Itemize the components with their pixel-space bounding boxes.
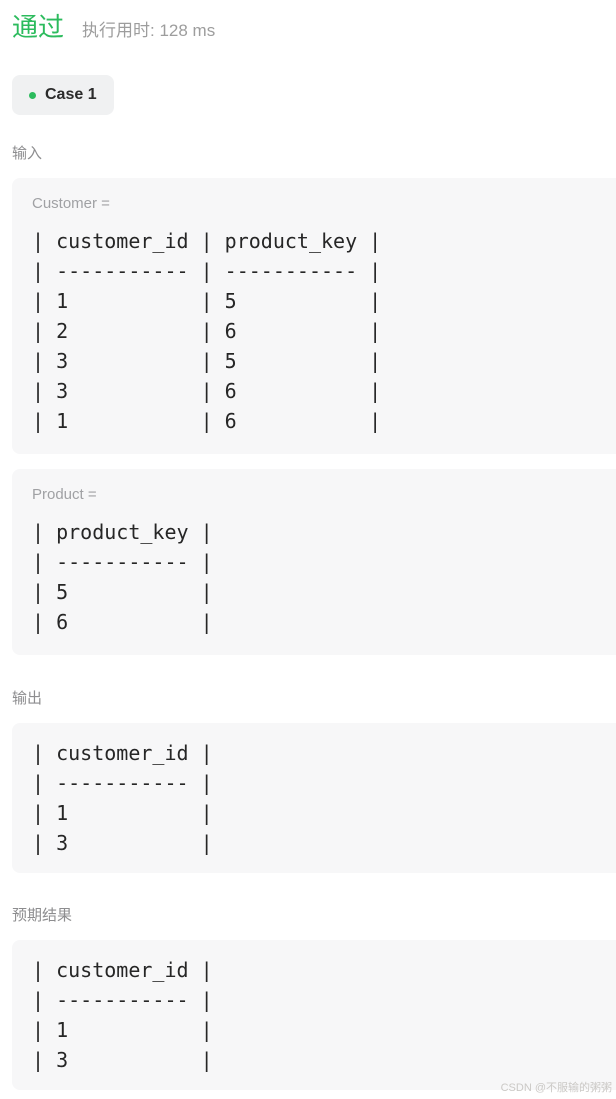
runtime-label: 执行用时: 128 ms: [82, 21, 216, 40]
customer-var-label: Customer =: [32, 195, 110, 212]
case-tabs-row: Case 1: [12, 75, 616, 115]
case-1-label: Case 1: [45, 86, 97, 103]
expected-table: | customer_id | | ----------- | | 1 | | …: [32, 958, 213, 1072]
expected-section-label: 预期结果: [12, 907, 73, 924]
case-1-tab[interactable]: Case 1: [12, 75, 114, 115]
expected-block: | customer_id | | ----------- | | 1 | | …: [12, 940, 616, 1090]
output-section-label: 输出: [12, 690, 43, 707]
input-product-block: Product = | product_key | | ----------- …: [12, 469, 616, 655]
output-block: | customer_id | | ----------- | | 1 | | …: [12, 723, 616, 873]
output-table: | customer_id | | ----------- | | 1 | | …: [32, 741, 213, 855]
customer-table: | customer_id | product_key | | --------…: [32, 229, 382, 433]
product-var-label: Product =: [32, 486, 97, 503]
status-passed-label: 通过: [12, 12, 65, 42]
input-customer-block: Customer = | customer_id | product_key |…: [12, 178, 616, 454]
case-status-dot-icon: [29, 91, 36, 99]
input-section-label: 输入: [12, 145, 43, 162]
result-header: 通过 执行用时: 128 ms: [12, 0, 616, 42]
product-table: | product_key | | ----------- | | 5 | | …: [32, 520, 213, 634]
